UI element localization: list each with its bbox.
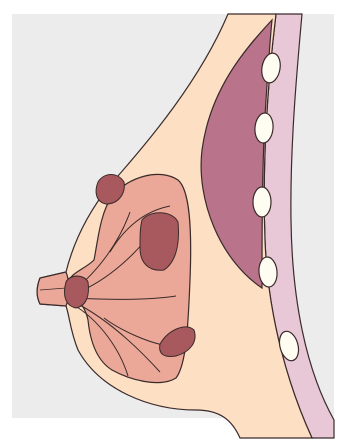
lump: [64, 276, 88, 308]
rib: [253, 187, 271, 217]
